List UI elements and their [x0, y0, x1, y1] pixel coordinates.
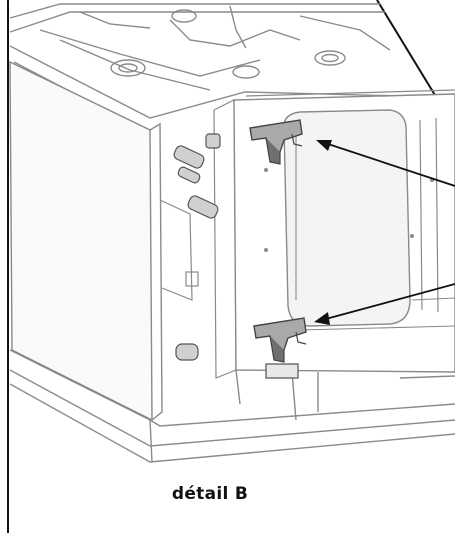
detail-caption: détail B — [171, 484, 249, 504]
base-tray — [9, 349, 455, 463]
callout-arrows — [314, 140, 455, 325]
panel-window — [283, 109, 411, 327]
left-side-panel — [9, 60, 237, 422]
front-face — [233, 89, 455, 373]
lower-mounting-clip — [253, 317, 307, 363]
valve-fitting-icon — [173, 133, 221, 361]
upper-mounting-clip — [249, 119, 303, 165]
